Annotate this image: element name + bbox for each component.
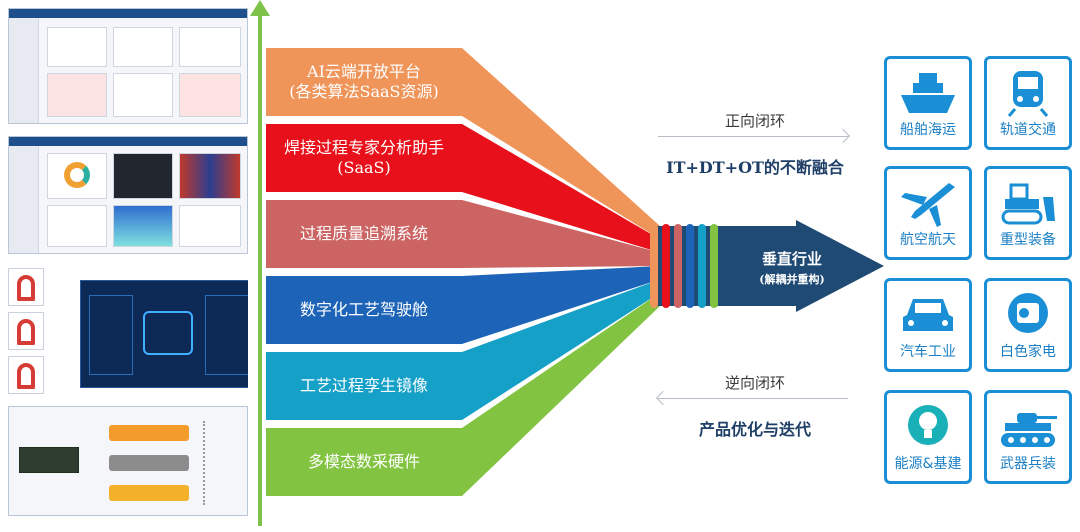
layer-multimodal-hardware: 多模态数采硬件 — [266, 428, 462, 496]
ship-icon — [901, 73, 955, 113]
industry-tile-aerospace: 航空航天 — [884, 166, 972, 260]
layer-label: 焊接过程专家分析助手 (SaaS) — [283, 138, 444, 177]
industry-tile-weapons: 武器兵装 — [984, 390, 1072, 484]
bundle-ring — [674, 224, 682, 308]
industry-label: 航空航天 — [900, 232, 956, 248]
bundle-ring — [698, 224, 706, 308]
funnel-band — [462, 292, 660, 496]
robot-arm-icon — [8, 312, 44, 350]
industry-label: 汽车工业 — [900, 344, 956, 360]
vertical-subtitle: (解耦并重构) — [759, 273, 825, 286]
train-icon — [1007, 71, 1049, 117]
industry-label: 白色家电 — [1000, 344, 1056, 360]
tank-icon — [1001, 413, 1057, 447]
industry-tile-automotive: 汽车工业 — [884, 278, 972, 372]
bundle-ring — [650, 224, 658, 308]
bundle-ring — [710, 224, 718, 308]
industry-label: 武器兵装 — [1000, 456, 1056, 472]
robot-arm-icon — [8, 356, 44, 394]
industry-label: 重型装备 — [1000, 232, 1056, 248]
vertical-industry-arrow — [700, 220, 884, 312]
industry-label: 轨道交通 — [1000, 122, 1056, 138]
reverse-arrow-icon — [658, 398, 848, 399]
industry-tile-heavy-equipment: 重型装备 — [984, 166, 1072, 260]
cloud-platform-screenshot — [8, 8, 248, 124]
bulldozer-icon — [1001, 183, 1055, 225]
airplane-icon — [901, 183, 955, 227]
industry-tile-energy: 能源&基建 — [884, 390, 972, 484]
reverse-loop-text: 产品优化与迭代 — [698, 420, 811, 439]
funnel-band — [462, 124, 660, 253]
layer-label: AI云端开放平台 (各类算法SaaS资源) — [289, 62, 439, 101]
funnel-band — [462, 266, 660, 344]
vertical-axis — [258, 14, 262, 526]
funnel-band — [462, 279, 660, 420]
appliance-icon — [1008, 293, 1048, 333]
bundle-ring — [686, 224, 694, 308]
reverse-loop-label: 逆向闭环 — [724, 374, 785, 392]
traceability-system-screenshot — [8, 264, 248, 398]
lightbulb-icon — [908, 405, 948, 445]
funnel-band — [462, 48, 660, 240]
layer-label: 工艺过程孪生镜像 — [299, 376, 428, 395]
vertical-industry-label: 垂直行业 (解耦并重构) — [742, 248, 842, 287]
layer-label: 多模态数采硬件 — [307, 452, 420, 471]
industry-tile-rail: 轨道交通 — [984, 56, 1072, 150]
car-icon — [903, 299, 953, 331]
bundle-ring — [662, 224, 670, 308]
cockpit-dashboard — [80, 280, 248, 388]
forward-loop-text: IT+DT+OT的不断融合 — [666, 158, 844, 177]
layer-welding-expert: 焊接过程专家分析助手 (SaaS) — [266, 124, 462, 192]
axis-arrow-icon — [250, 0, 270, 16]
layer-digital-twin: 工艺过程孪生镜像 — [266, 352, 462, 420]
forward-loop-label: 正向闭环 — [724, 112, 785, 130]
industry-label: 能源&基建 — [894, 456, 962, 472]
industry-tile-ship: 船舶海运 — [884, 56, 972, 150]
layer-label: 过程质量追溯系统 — [299, 224, 428, 243]
industry-tile-appliance: 白色家电 — [984, 278, 1072, 372]
layer-quality-traceability: 过程质量追溯系统 — [266, 200, 462, 268]
robot-arm-icon — [8, 268, 44, 306]
expert-assistant-screenshot — [8, 136, 248, 254]
forward-arrow-icon — [658, 136, 848, 137]
hardware-screenshot — [8, 406, 248, 516]
layer-digital-cockpit: 数字化工艺驾驶舱 — [266, 276, 462, 344]
layer-label: 数字化工艺驾驶舱 — [299, 300, 428, 319]
vertical-title: 垂直行业 — [761, 250, 822, 268]
funnel-band — [462, 200, 660, 268]
layer-ai-cloud-platform: AI云端开放平台 (各类算法SaaS资源) — [266, 48, 462, 116]
industry-label: 船舶海运 — [900, 122, 956, 138]
